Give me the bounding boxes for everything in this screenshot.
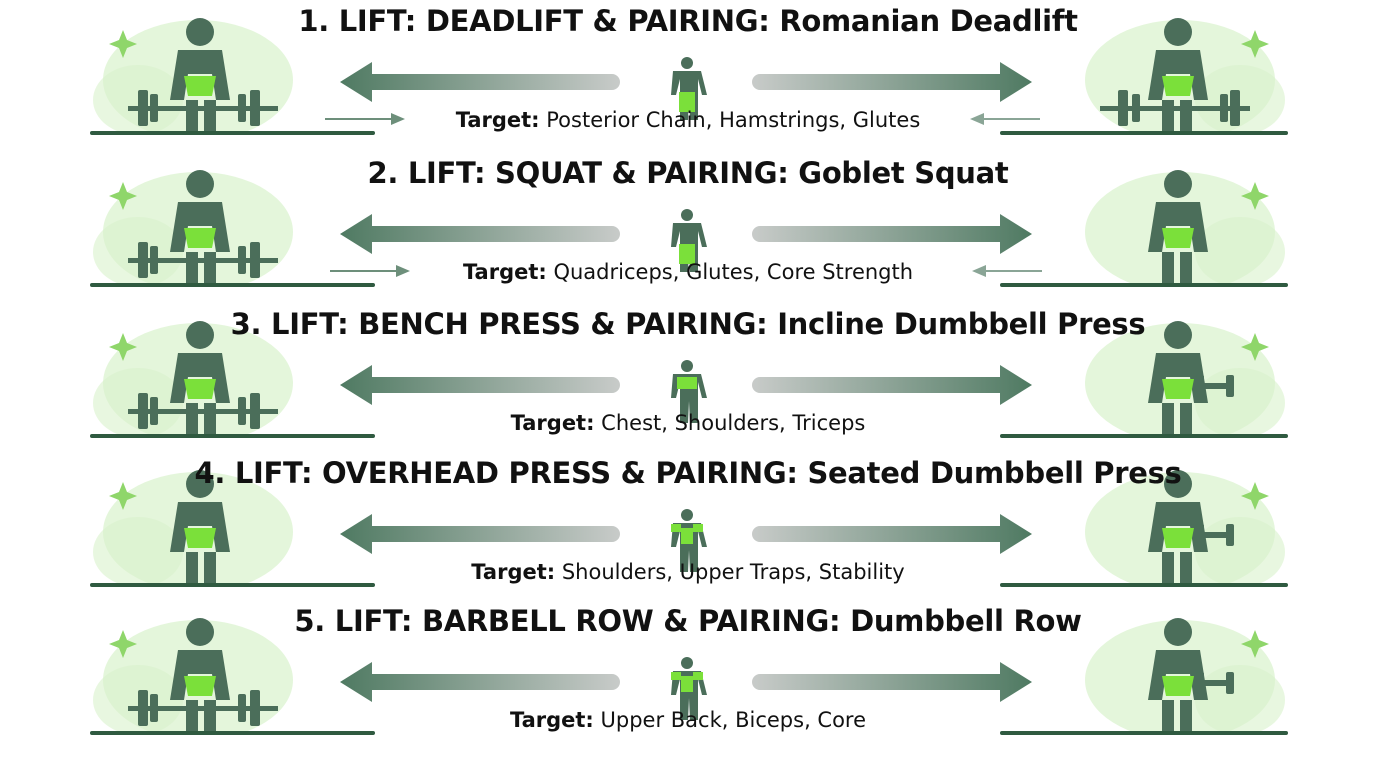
arrow-right-icon [752,514,1032,554]
pointer-arrow-left-icon [972,265,1042,277]
arrow-right-icon [752,62,1032,102]
target-label: Target: [510,411,595,435]
target-muscles: Target: Shoulders, Upper Traps, Stabilit… [0,560,1376,584]
target-text: Upper Back, Biceps, Core [593,708,867,732]
target-muscles: Target: Chest, Shoulders, Triceps [0,411,1376,435]
target-label: Target: [509,708,594,732]
ground-line-right [1000,283,1288,287]
ground-line-left [90,131,375,135]
row-title: 1. LIFT: DEADLIFT & PAIRING: Romanian De… [298,4,1078,38]
ground-line-left [90,283,375,287]
muscle-diagram-icon [671,57,707,120]
arrow-right-icon [752,662,1032,702]
target-label: Target: [455,108,540,132]
exercise-row: 5. LIFT: BARBELL ROW & PAIRING: Dumbbell… [0,600,1376,752]
target-muscles: Target: Upper Back, Biceps, Core [0,708,1376,732]
row-title: 5. LIFT: BARBELL ROW & PAIRING: Dumbbell… [294,604,1082,638]
ground-line-right [1000,434,1288,438]
target-text: Quadriceps, Glutes, Core Strength [546,260,914,284]
arrow-left-icon [340,62,620,102]
ground-line-right [1000,131,1288,135]
ground-line-right [1000,731,1288,735]
exercise-row: 3. LIFT: BENCH PRESS & PAIRING: Incline … [0,303,1376,455]
pointer-arrow-right-icon [330,265,410,277]
target-label: Target: [471,560,556,584]
arrow-right-icon [752,214,1032,254]
ground-line-left [90,583,375,587]
target-muscles: Target: Posterior Chain, Hamstrings, Glu… [0,108,1376,132]
ground-line-left [90,731,375,735]
arrow-left-icon [340,514,620,554]
muscle-diagram-icon [671,209,707,272]
row-title: 2. LIFT: SQUAT & PAIRING: Goblet Squat [367,156,1009,190]
exercise-row: 2. LIFT: SQUAT & PAIRING: Goblet Squat T… [0,152,1376,304]
muscle-diagram-icon [671,360,707,423]
pointer-arrow-left-icon [970,113,1040,125]
muscle-diagram-icon [671,657,707,720]
target-label: Target: [462,260,547,284]
exercise-row: 1. LIFT: DEADLIFT & PAIRING: Romanian De… [0,0,1376,152]
arrow-right-icon [752,365,1032,405]
exercise-row: 4. LIFT: OVERHEAD PRESS & PAIRING: Seate… [0,452,1376,604]
row-title: 3. LIFT: BENCH PRESS & PAIRING: Incline … [230,307,1146,341]
target-text: Shoulders, Upper Traps, Stability [555,560,905,584]
muscle-diagram-icon [671,509,707,572]
target-muscles: Target: Quadriceps, Glutes, Core Strengt… [0,260,1376,284]
ground-line-left [90,434,375,438]
arrow-left-icon [340,365,620,405]
ground-line-right [1000,583,1288,587]
arrow-left-icon [340,214,620,254]
target-text: Posterior Chain, Hamstrings, Glutes [539,108,921,132]
target-text: Chest, Shoulders, Triceps [594,411,866,435]
row-title: 4. LIFT: OVERHEAD PRESS & PAIRING: Seate… [194,456,1182,490]
arrow-left-icon [340,662,620,702]
pointer-arrow-right-icon [325,113,405,125]
